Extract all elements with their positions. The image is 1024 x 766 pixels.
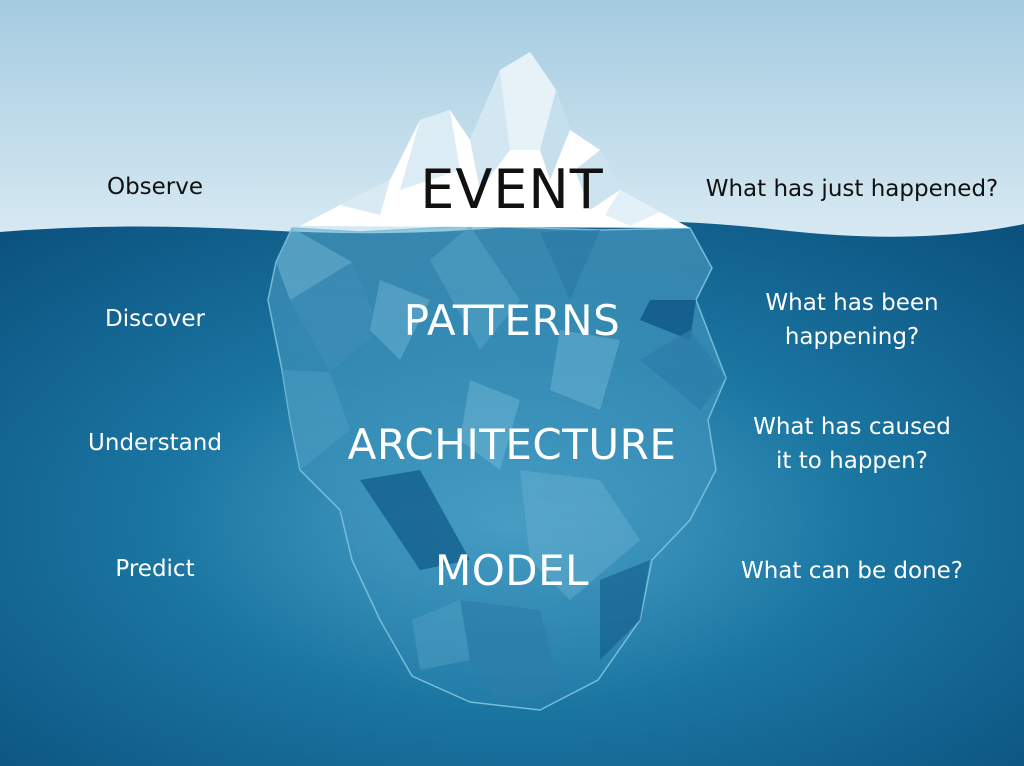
level-title-patterns: PATTERNS <box>403 296 621 345</box>
question-line: it to happen? <box>776 448 928 474</box>
question-patterns: What has been happening? <box>682 286 1022 354</box>
action-predict: Predict <box>115 556 195 582</box>
action-observe: Observe <box>106 174 204 200</box>
level-title-model: MODEL <box>434 546 590 595</box>
action-understand: Understand <box>88 430 222 456</box>
question-line: What has caused <box>753 414 951 440</box>
action-discover: Discover <box>104 306 206 332</box>
question-model: What can be done? <box>682 554 1022 588</box>
question-line: happening? <box>784 324 920 350</box>
level-title-event: EVENT <box>420 158 604 221</box>
iceberg-tip <box>300 52 690 228</box>
level-title-architecture: ARCHITECTURE <box>347 420 677 469</box>
question-architecture: What has caused it to happen? <box>682 410 1022 478</box>
question-event: What has just happened? <box>682 172 1022 206</box>
iceberg-underwater <box>267 225 727 711</box>
question-line: What has been <box>765 290 939 316</box>
question-line: What can be done? <box>740 558 964 584</box>
question-line: What has just happened? <box>705 176 999 202</box>
